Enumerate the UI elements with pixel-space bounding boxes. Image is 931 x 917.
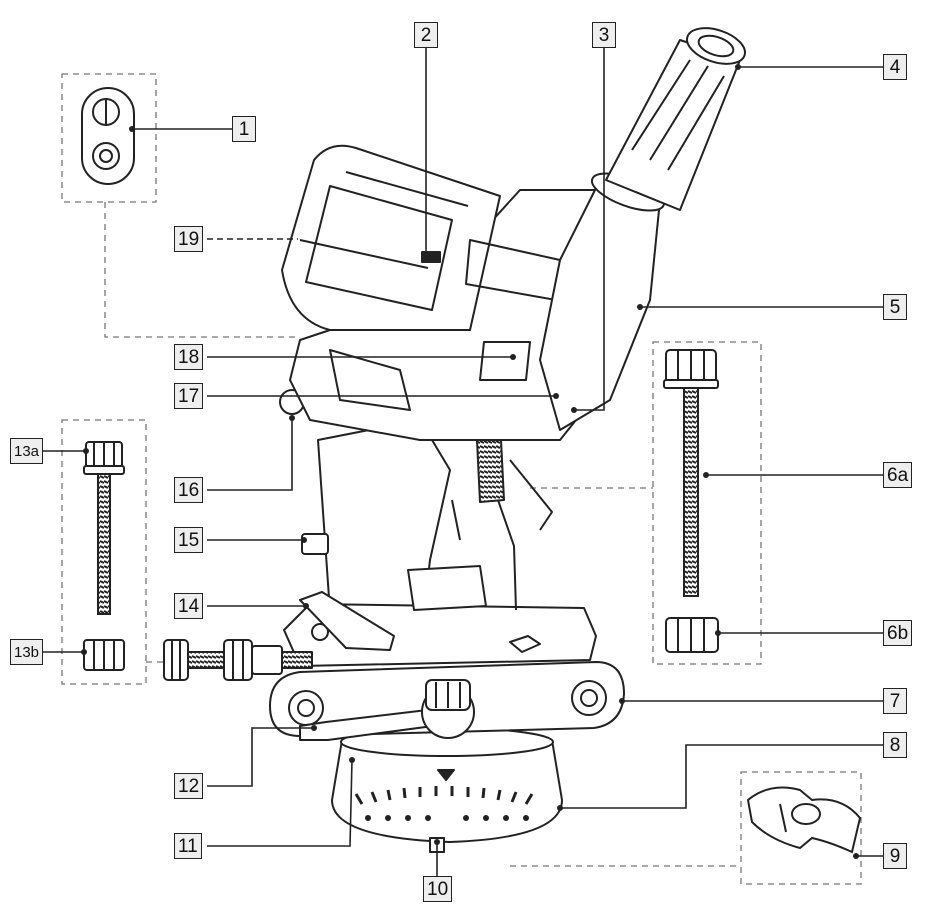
degree-scale	[354, 786, 534, 805]
callout-10: 10	[423, 876, 453, 902]
callout-4: 4	[883, 54, 907, 80]
callout-15: 15	[174, 527, 204, 553]
leader-dots	[81, 64, 859, 859]
stud	[301, 533, 329, 555]
callout-18: 18	[174, 344, 204, 370]
degree-scale-dots	[365, 815, 529, 821]
callout-2: 2	[414, 22, 438, 48]
callout-6a: 6a	[883, 462, 913, 488]
callout-11: 11	[174, 833, 202, 859]
part-9-wing-nut	[746, 786, 862, 854]
callout-12: 12	[174, 773, 204, 799]
part-6-bolt-nut	[663, 349, 719, 653]
leader-lines	[40, 48, 883, 876]
callout-14: 14	[174, 593, 204, 619]
callout-3: 3	[592, 22, 616, 48]
side-adjuster	[163, 639, 313, 681]
callout-17: 17	[174, 383, 204, 409]
part-13-bolt-nut	[83, 441, 125, 671]
callout-13a: 13a	[10, 438, 44, 464]
group-box-part-1	[61, 73, 157, 203]
callout-16: 16	[174, 477, 204, 503]
callout-6b: 6b	[883, 620, 913, 646]
callout-19: 19	[174, 226, 204, 252]
callout-7: 7	[883, 688, 907, 714]
dashed-connectors	[104, 202, 741, 867]
group-box-part-6	[652, 341, 762, 665]
tension-arm	[299, 591, 395, 651]
group-box-part-9	[740, 771, 862, 885]
callout-8: 8	[883, 732, 907, 758]
callout-13b: 13b	[10, 639, 44, 665]
dashed-group-boxes	[61, 73, 862, 885]
callout-9: 9	[883, 843, 907, 869]
callout-1: 1	[232, 116, 256, 142]
group-box-part-13	[61, 419, 147, 685]
part-1-mounting-plate	[81, 87, 135, 185]
machine-body	[163, 27, 746, 853]
callout-5: 5	[883, 294, 907, 320]
grip	[605, 39, 741, 211]
